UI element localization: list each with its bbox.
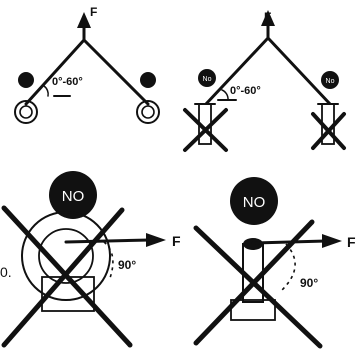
no-badge-label: NO bbox=[62, 188, 85, 205]
cross-out-right-icon bbox=[311, 112, 346, 150]
eye-bolt-right bbox=[136, 100, 160, 124]
angle-label: 0°-60° bbox=[52, 76, 83, 88]
panel-top-left-correct: F 0°-60° bbox=[14, 5, 160, 124]
lifting-point-left bbox=[18, 72, 34, 88]
sling-legs bbox=[24, 38, 150, 106]
no-badge-label: NO bbox=[243, 194, 266, 211]
angle-arc bbox=[103, 241, 114, 279]
angle-label: 90° bbox=[118, 258, 136, 272]
eye-bolt-left bbox=[14, 100, 38, 124]
force-arrow-head bbox=[146, 233, 166, 247]
panel-top-right-incorrect: F No No 0°-60° bbox=[183, 10, 346, 152]
angle-label: 0°-60° bbox=[230, 85, 261, 97]
cross-out-icon bbox=[1, 205, 133, 348]
cross-out-left-icon bbox=[183, 108, 228, 152]
force-label: F bbox=[172, 233, 181, 249]
eye-bolt-outer-ring bbox=[21, 211, 111, 301]
sling-legs bbox=[204, 36, 332, 106]
panel-bottom-left-incorrect: NO F 90° 0. bbox=[0, 171, 181, 348]
no-marker-right bbox=[321, 71, 339, 89]
no-badge bbox=[49, 171, 97, 219]
angle-label: 90° bbox=[300, 276, 318, 290]
cross-out-icon bbox=[193, 219, 323, 349]
no-badge bbox=[230, 177, 278, 225]
angle-arc bbox=[43, 85, 49, 97]
force-arrow-head bbox=[322, 234, 342, 248]
force-label: F bbox=[264, 10, 271, 24]
force-arrow-head bbox=[261, 10, 275, 26]
angle-arc bbox=[221, 89, 229, 101]
edge-fragment: 0. bbox=[0, 264, 12, 280]
lifting-point-right bbox=[140, 72, 156, 88]
force-arrow-head bbox=[77, 12, 91, 28]
force-arrow-shaft bbox=[64, 238, 152, 244]
no-marker-left bbox=[198, 69, 216, 87]
force-label: F bbox=[90, 5, 97, 19]
eye-bolt-inner-ring bbox=[38, 228, 94, 284]
no-marker-left-label: No bbox=[203, 76, 212, 83]
panel-bottom-right-incorrect: NO F 90° bbox=[193, 177, 356, 349]
force-label: F bbox=[347, 234, 356, 250]
no-marker-right-label: No bbox=[326, 78, 335, 85]
